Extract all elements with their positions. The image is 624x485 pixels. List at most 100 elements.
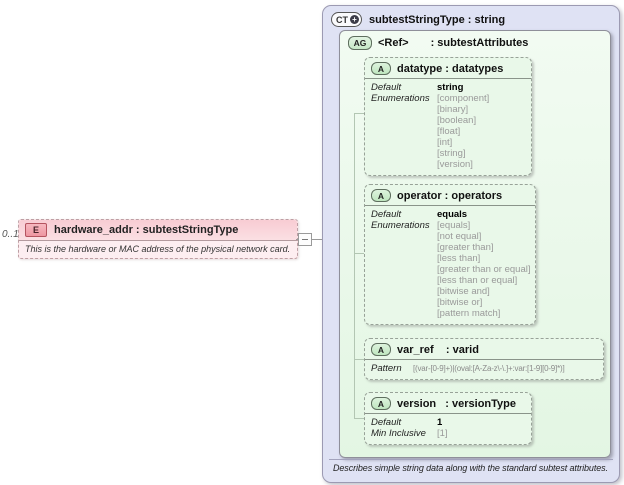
property-row: Min Inclusive [1] [371,428,525,439]
property-value: [bitwise and] [437,286,490,297]
property-row: [not equal] [371,231,529,242]
connector-spine [354,113,355,418]
property-value: [component] [437,93,490,104]
property-value: [version] [437,159,473,170]
property-label [371,275,437,286]
property-row: [greater than] [371,242,529,253]
element-box-hardware-addr: E hardware_addr : subtestStringType This… [18,219,298,259]
attribute-badge: A [371,343,391,356]
property-row: Default 1 [371,417,525,428]
attribute-group-ref: <Ref> [378,37,409,49]
element-badge: E [25,223,47,237]
property-label [371,242,437,253]
property-row: Default string [371,82,525,93]
property-label: Enumerations [371,93,430,104]
property-label: Default [371,209,402,220]
attribute-badge: A [371,397,391,410]
attribute-group-badge: AG [348,36,372,50]
collapse-toggle[interactable] [298,233,312,246]
complex-type-box: CT + subtestStringType : string AG <Ref>… [322,5,620,483]
property-value: [1] [437,428,448,439]
property-value: [pattern match] [437,308,501,319]
property-value: string [437,82,464,93]
attribute-title: operator : operators [397,189,503,202]
property-label [371,148,437,159]
attribute-group-type: : subtestAttributes [430,37,529,49]
collapse-icon [302,239,308,240]
attribute-properties: Pattern[(var-[0-9]+)|(oval:[A-Za-z\-\.]+… [365,360,603,379]
property-row: [boolean] [371,115,525,126]
connector-stub [354,359,364,360]
property-label [371,231,437,242]
property-label [371,253,437,264]
property-label [371,137,437,148]
complex-type-badge-label: CT [336,14,348,25]
property-label: Default [371,417,402,428]
cardinality-label: 0..1 [2,229,19,240]
element-header: E hardware_addr : subtestStringType [19,220,297,241]
property-row: [version] [371,159,525,170]
property-value: [boolean] [437,115,477,126]
property-row: Enumerations[equals] [371,220,529,231]
property-label: Default [371,82,402,93]
property-label: Pattern [371,363,402,374]
complex-type-title: subtestStringType : string [369,13,506,26]
attribute-title: datatype : datatypes [397,62,504,75]
property-label [371,115,437,126]
property-row: [less than] [371,253,529,264]
property-row: [binary] [371,104,525,115]
property-value: [less than or equal] [437,275,518,286]
property-label [371,308,437,319]
attribute-title: version : versionType [397,397,517,410]
property-value: [not equal] [437,231,482,242]
property-label [371,286,437,297]
property-label [371,264,437,275]
property-row: Pattern[(var-[0-9]+)|(oval:[A-Za-z\-\.]+… [371,363,597,374]
property-value: equals [437,209,468,220]
property-label [371,297,437,308]
complex-type-badge: CT + [331,12,362,27]
property-row: Default equals [371,209,529,220]
property-value: [int] [437,137,453,148]
property-label: Min Inclusive [371,428,426,439]
property-value: [binary] [437,104,469,115]
property-row: [float] [371,126,525,137]
complex-type-annotation: Describes simple string data along with … [333,463,608,473]
property-label [371,126,437,137]
divider [329,459,613,460]
property-row: [string] [371,148,525,159]
property-row: [greater than or equal] [371,264,530,275]
expand-icon[interactable]: + [350,15,359,24]
property-value: [bitwise or] [437,297,483,308]
property-value: [float] [437,126,461,137]
attribute-title: var_ref : varid [397,343,479,356]
property-row: [bitwise or] [371,297,529,308]
element-title: hardware_addr : subtestStringType [54,224,239,236]
attribute-badge: A [371,62,391,75]
connector-stub [354,113,364,114]
element-annotation: This is the hardware or MAC address of t… [19,241,297,258]
attribute-group-header: AG <Ref> : subtestAttributes [340,31,610,50]
complex-type-header: CT + subtestStringType : string [323,6,619,27]
property-row: [less than or equal] [371,275,529,286]
property-value: [less than] [437,253,481,264]
attribute-badge: A [371,189,391,202]
property-row: [pattern match] [371,308,529,319]
property-value: 1 [437,417,443,428]
property-row: [int] [371,137,525,148]
property-value: [string] [437,148,466,159]
connector-stub [354,418,364,419]
connector-stub [354,253,364,254]
property-row: Enumerations [component] [371,93,525,104]
